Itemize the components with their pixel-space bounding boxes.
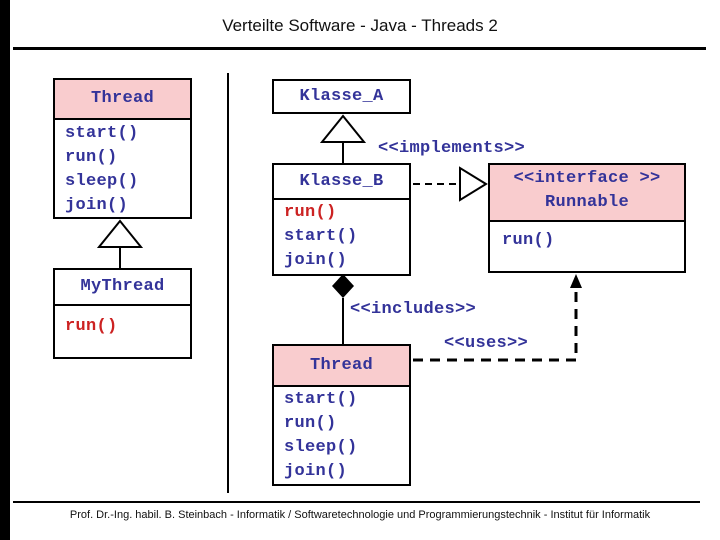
class-name-thread-bottom: Thread: [274, 346, 409, 387]
title-underline: [13, 47, 706, 50]
method-label: sleep(): [65, 172, 139, 191]
slide-title: Verteilte Software - Java - Threads 2: [222, 16, 498, 35]
method-label: run(): [502, 231, 555, 250]
section-divider-line: [227, 73, 229, 493]
uses-label: <<uses>>: [444, 334, 529, 353]
includes-label: <<includes>>: [350, 300, 477, 319]
implements-label: <<implements>>: [378, 139, 526, 158]
class-box-runnable: <<interface >> Runnable run(): [488, 163, 686, 273]
class-box-klasse-a: Klasse_A: [272, 79, 411, 114]
method-label: run(): [65, 148, 118, 167]
class-name-runnable: Runnable: [544, 193, 629, 212]
method-label: run(): [284, 203, 337, 222]
method-label: sleep(): [284, 438, 358, 457]
method-label: start(): [284, 227, 358, 246]
implements-arrow: [413, 166, 488, 202]
generalization-arrow-klasseb-klassea: [319, 114, 367, 163]
composition-diamond: [332, 274, 354, 298]
class-box-klasse-b: Klasse_B run() start() join(): [272, 163, 411, 276]
class-name-mythread: MyThread: [55, 270, 190, 306]
method-label: start(): [284, 390, 358, 409]
interface-stereotype: <<interface >>: [513, 169, 661, 188]
class-name-thread-top: Thread: [55, 80, 190, 120]
class-name-klasse-b: Klasse_B: [274, 165, 409, 200]
class-name-klasse-a: Klasse_A: [299, 87, 384, 106]
footer-rule: [13, 501, 700, 503]
footer-text: Prof. Dr.-Ing. habil. B. Steinbach - Inf…: [69, 509, 651, 521]
method-label: run(): [284, 414, 337, 433]
class-box-thread-bottom: Thread start() run() sleep() join(): [272, 344, 411, 486]
method-label: join(): [284, 462, 348, 481]
class-box-thread-top: Thread start() run() sleep() join(): [53, 78, 192, 219]
slide-edge-bar: [0, 0, 10, 540]
method-label: join(): [65, 196, 129, 215]
method-label: join(): [284, 251, 348, 270]
method-label: run(): [65, 317, 118, 336]
generalization-arrow-mythread-thread: [96, 219, 144, 268]
method-label: start(): [65, 124, 139, 143]
class-box-mythread: MyThread run(): [53, 268, 192, 359]
